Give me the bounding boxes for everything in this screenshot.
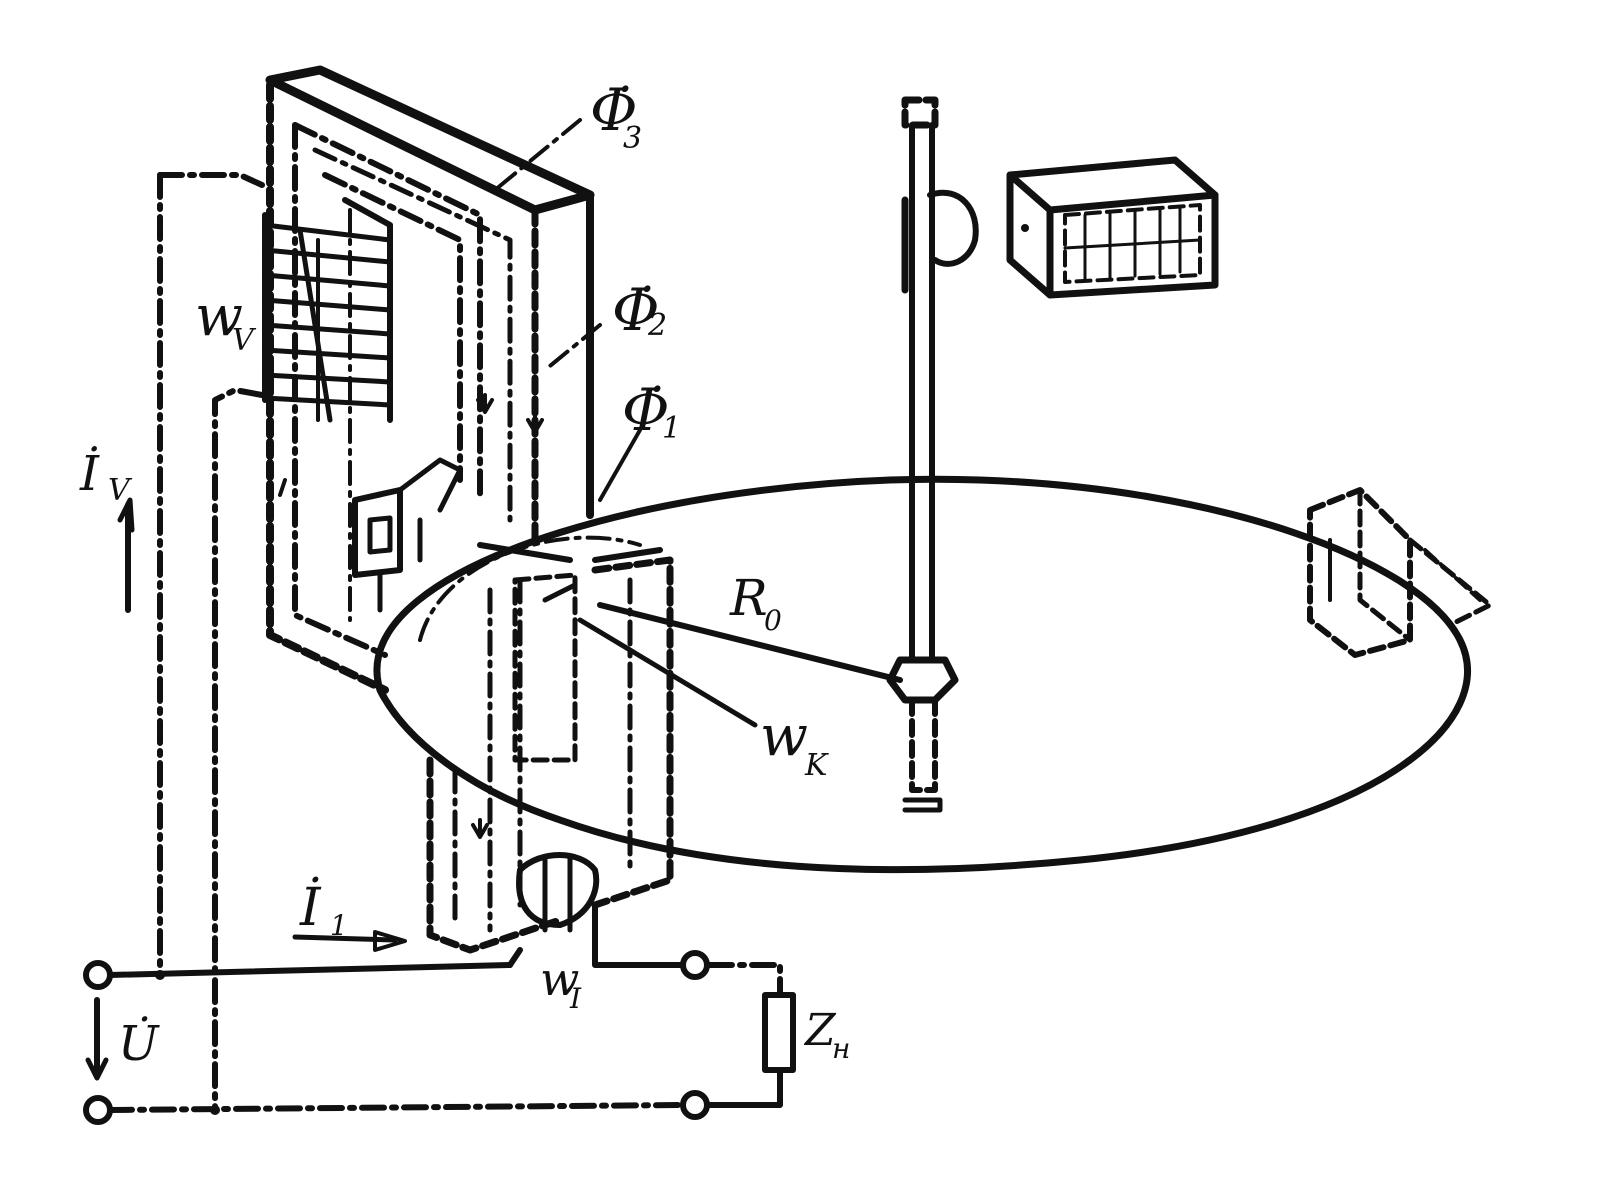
label-phi3-sub: 3 (623, 121, 642, 156)
label-wk: w (760, 704, 808, 769)
label-u: U̇ (118, 1014, 160, 1072)
flux-arrows (278, 393, 544, 839)
brake-magnet (1307, 487, 1493, 658)
arrows (85, 497, 407, 1081)
label-phi2-sub: 2 (647, 308, 667, 343)
label-iv-sub: V (108, 473, 133, 508)
current-coil (516, 852, 600, 933)
label-phi1: Φ̇ (622, 376, 670, 444)
circuit-wiring (83, 172, 796, 1125)
leader-lines (477, 118, 903, 728)
counter-register (1006, 156, 1219, 299)
label-wv-sub: V (232, 323, 257, 358)
label-r0: R (729, 569, 768, 627)
disc (373, 475, 1471, 874)
label-i1: İ (299, 877, 322, 938)
label-r0-sub: 0 (764, 604, 782, 637)
current-magnet-core (426, 547, 674, 954)
label-iv: İ (79, 445, 100, 502)
compensator-block (352, 457, 463, 613)
label-wv: w (195, 284, 243, 349)
label-phi3: Φ̇ (590, 76, 638, 144)
labels: Φ̇ 3 Φ̇ 2 Φ̇ 1 w V İ V R 0 w K İ 1 w I U… (79, 76, 850, 1072)
label-zn: Z (803, 1005, 837, 1056)
label-zn-sub: н (832, 1032, 850, 1065)
label-i1-sub: 1 (330, 909, 348, 942)
label-phi2: Φ̇ (612, 276, 660, 344)
label-wk-sub: K (804, 748, 829, 783)
label-phi1-sub: 1 (662, 411, 681, 446)
label-wi: w (540, 952, 579, 1006)
spindle (886, 96, 979, 813)
label-wi-sub: I (569, 982, 582, 1015)
voltage-coil (262, 197, 393, 423)
